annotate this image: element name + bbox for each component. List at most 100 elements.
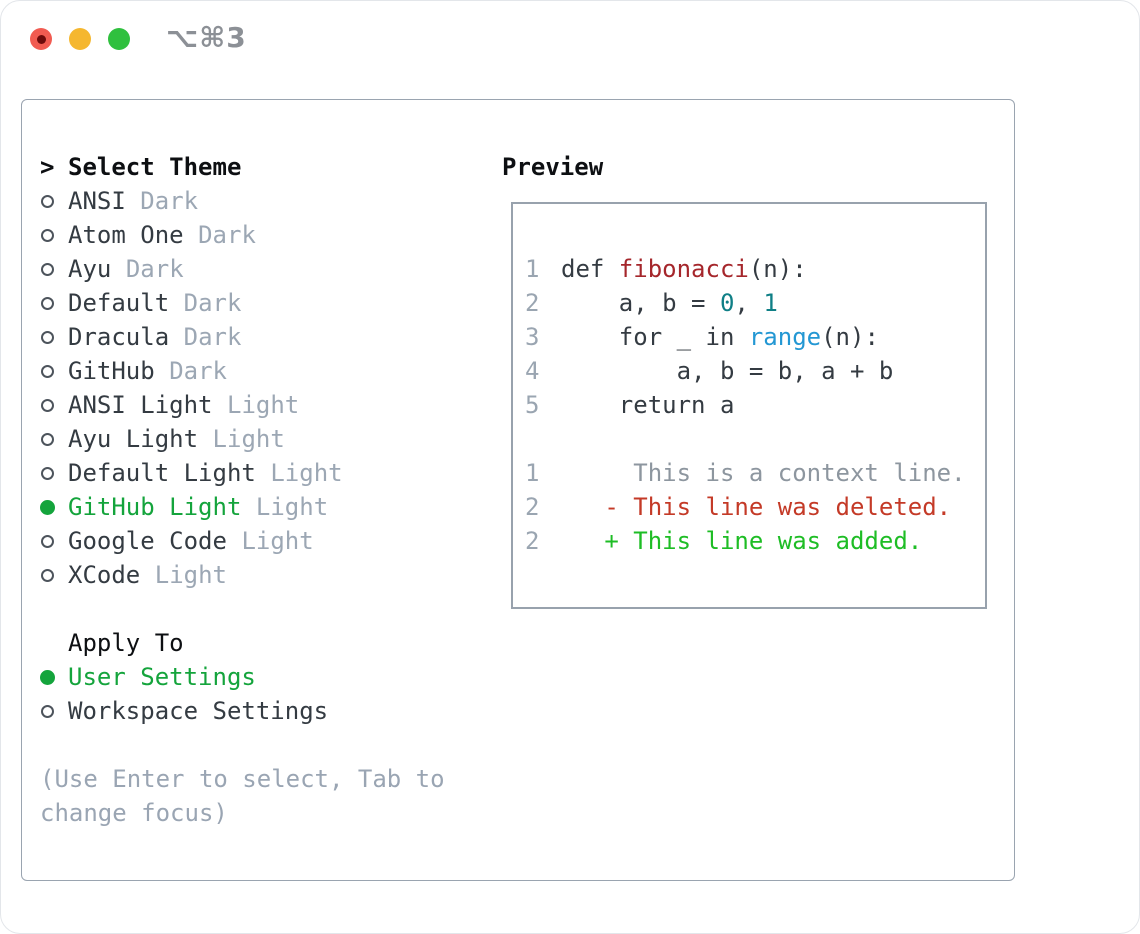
- theme-name-label: Google Code: [68, 527, 227, 555]
- radio-unselected-icon: [40, 704, 68, 718]
- code-line: 5 return a: [525, 388, 985, 422]
- radio-unselected-icon: [40, 466, 68, 480]
- code-segment-code: ,: [734, 289, 764, 317]
- theme-option-ayu[interactable]: Ayu Dark: [40, 252, 445, 286]
- theme-variant-label: Dark: [169, 357, 227, 385]
- radio-unselected-icon: [40, 194, 68, 208]
- theme-variant-label: Light: [227, 391, 300, 419]
- code-line: 1 This is a context line.: [525, 456, 985, 490]
- apply-option-workspace-settings[interactable]: Workspace Settings: [40, 694, 445, 728]
- line-number: 1: [525, 255, 540, 283]
- title-bar: ⌥⌘3: [1, 1, 1139, 77]
- theme-option-atom-one[interactable]: Atom One Dark: [40, 218, 445, 252]
- code-line: 2 a, b = 0, 1: [525, 286, 985, 320]
- code-segment-code: (n):: [748, 255, 807, 283]
- line-number: 4: [525, 357, 540, 385]
- theme-variant-label: Light: [241, 527, 314, 555]
- code-segment-func: fibonacci: [618, 255, 749, 283]
- theme-variant-label: Dark: [183, 323, 242, 351]
- theme-variant-label: Light: [255, 493, 329, 521]
- theme-variant-label: Light: [212, 425, 285, 453]
- code-line: 1 def fibonacci(n):: [525, 252, 985, 286]
- line-number: 3: [525, 323, 540, 351]
- apply-to-heading: Apply To: [40, 626, 445, 660]
- code-segment-code: def: [561, 255, 619, 283]
- code-segment-code: return a: [561, 391, 735, 419]
- theme-variant-label: Dark: [140, 187, 199, 215]
- theme-name-label: XCode: [68, 561, 141, 589]
- code-segment-deleted: - This line was deleted.: [561, 493, 952, 521]
- minimize-button[interactable]: [69, 28, 91, 50]
- theme-option-github[interactable]: GitHub Dark: [40, 354, 445, 388]
- line-number: 2: [525, 289, 540, 317]
- close-button-dot: [36, 34, 46, 44]
- theme-option-default[interactable]: Default Dark: [40, 286, 445, 320]
- apply-to-label: Apply To: [68, 629, 184, 657]
- radio-unselected-icon: [40, 364, 68, 378]
- radio-unselected-icon: [40, 568, 68, 582]
- code-line: 2 + This line was added.: [525, 524, 985, 558]
- theme-name-label: GitHub Light: [68, 493, 242, 521]
- radio-selected-icon: [40, 669, 68, 685]
- code-line: 4 a, b = b, a + b: [525, 354, 985, 388]
- code-segment-added: + This line was added.: [561, 527, 923, 555]
- help-text-line: change focus): [40, 799, 228, 827]
- line-number: 1: [525, 459, 540, 487]
- theme-name-label: Default: [68, 289, 170, 317]
- theme-option-github-light[interactable]: GitHub Light Light: [40, 490, 445, 524]
- theme-name-label: Dracula: [68, 323, 170, 351]
- theme-name-label: GitHub: [68, 357, 155, 385]
- code-segment-code: a, b = b, a + b: [561, 357, 894, 385]
- line-number: 5: [525, 391, 540, 419]
- preview-heading: Preview: [502, 153, 604, 181]
- theme-variant-label: Light: [154, 561, 227, 589]
- radio-unselected-icon: [40, 398, 68, 412]
- code-segment-context: This is a context line.: [561, 459, 966, 487]
- theme-option-xcode[interactable]: XCode Light: [40, 558, 445, 592]
- theme-name-label: Ayu: [68, 255, 112, 283]
- help-text-line: (Use Enter to select, Tab to: [40, 765, 445, 793]
- radio-selected-icon: [40, 499, 68, 515]
- theme-name-label: Ayu Light: [68, 425, 199, 453]
- apply-option-user-settings[interactable]: User Settings: [40, 660, 445, 694]
- code-segment-code: (n):: [821, 323, 879, 351]
- close-button[interactable]: [30, 28, 52, 50]
- apply-option-label: Workspace Settings: [68, 697, 329, 725]
- code-segment-num: 0: [719, 289, 735, 317]
- radio-unselected-icon: [40, 432, 68, 446]
- select-theme-header: > Select Theme: [40, 150, 445, 184]
- radio-unselected-icon: [40, 296, 68, 310]
- window-title: ⌥⌘3: [166, 21, 247, 54]
- code-line: 3 for _ in range(n):: [525, 320, 985, 354]
- theme-variant-label: Dark: [125, 255, 184, 283]
- radio-unselected-icon: [40, 262, 68, 276]
- radio-unselected-icon: [40, 228, 68, 242]
- theme-variant-label: Dark: [183, 289, 242, 317]
- theme-option-dracula[interactable]: Dracula Dark: [40, 320, 445, 354]
- code-segment-code: for _ in: [561, 323, 749, 351]
- code-segment-num: 1: [763, 289, 778, 317]
- code-line: 2 - This line was deleted.: [525, 490, 985, 524]
- theme-name-label: ANSI Light: [68, 391, 213, 419]
- line-number: 2: [525, 527, 540, 555]
- theme-option-google-code[interactable]: Google Code Light: [40, 524, 445, 558]
- theme-name-label: ANSI: [68, 187, 126, 215]
- theme-name-label: Atom One: [68, 221, 184, 249]
- theme-option-ayu-light[interactable]: Ayu Light Light: [40, 422, 445, 456]
- prompt-icon: >: [40, 153, 55, 181]
- select-theme-label: Select Theme: [68, 153, 242, 181]
- theme-option-ansi-light[interactable]: ANSI Light Light: [40, 388, 445, 422]
- code-segment-code: a, b =: [561, 289, 720, 317]
- code-segment-builtin: range: [748, 323, 822, 351]
- zoom-button[interactable]: [108, 28, 130, 50]
- theme-option-ansi[interactable]: ANSI Dark: [40, 184, 445, 218]
- theme-name-label: Default Light: [68, 459, 256, 487]
- code-line: [525, 422, 985, 456]
- line-number: 2: [525, 493, 540, 521]
- theme-variant-label: Dark: [198, 221, 256, 249]
